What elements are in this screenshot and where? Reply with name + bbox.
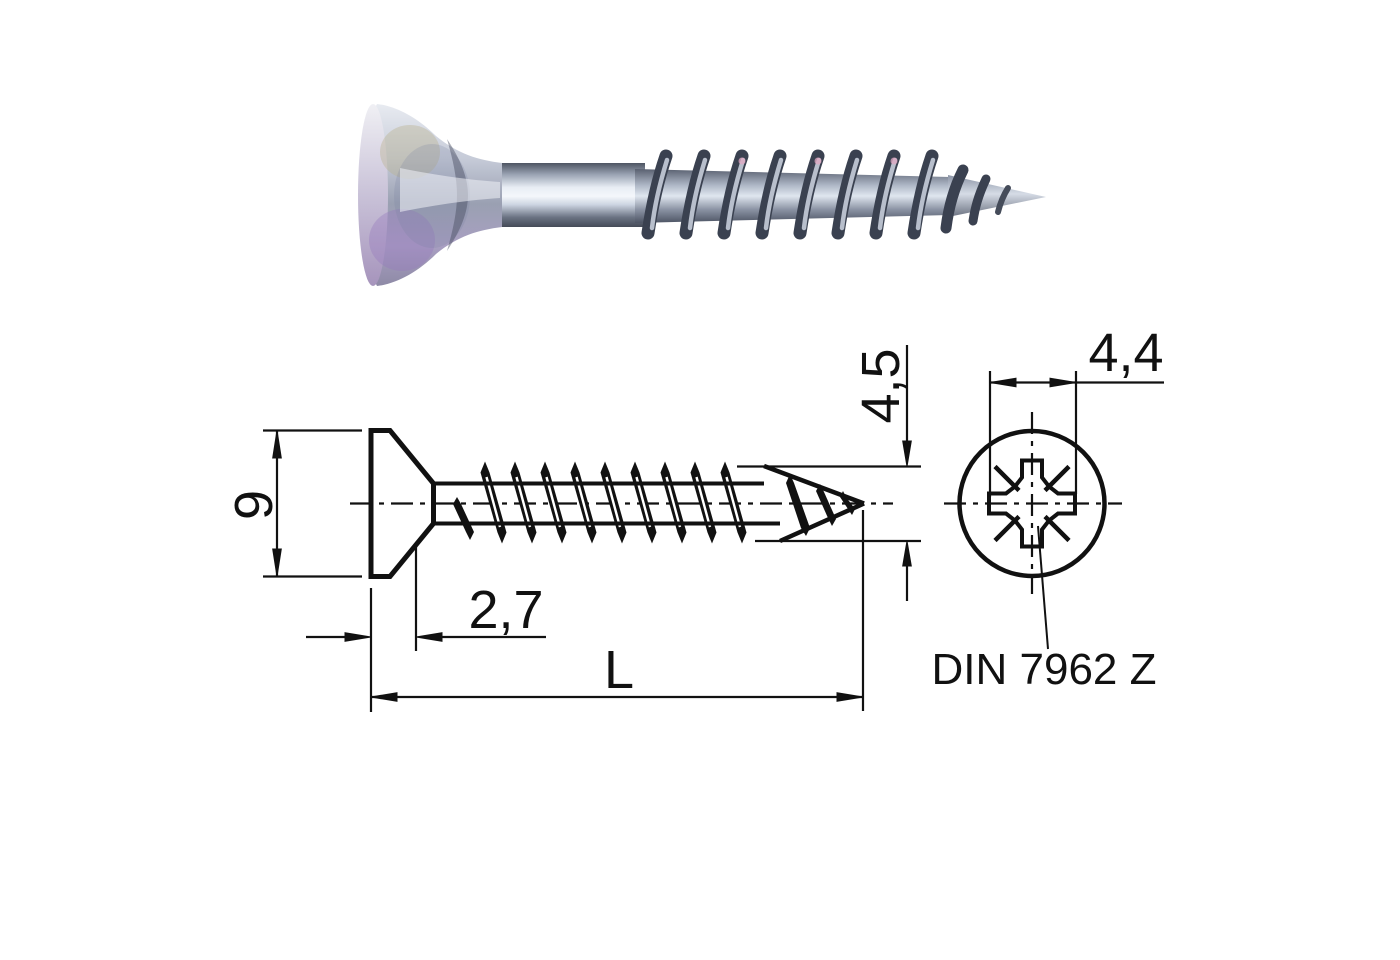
dimension-length-L: L: [370, 510, 865, 711]
dim-27-arrow-left: [415, 632, 443, 642]
thread-crests: [480, 461, 747, 544]
side-view-drawing: [350, 428, 893, 579]
dim-44-extension-lines: [988, 371, 1078, 497]
dim-44-arrow-right: [1049, 377, 1077, 388]
photo-cone-highlight: [400, 168, 500, 212]
photo-thread-crest-highlight: [725, 157, 746, 231]
dim-L-label: L: [604, 640, 634, 700]
photo-crest-glint: [738, 157, 746, 165]
photo-thread-crest: [679, 149, 711, 240]
photo-thread-crest-highlight: [801, 157, 822, 231]
dim-L-arrow-right: [836, 692, 864, 702]
photo-head-face: [358, 104, 388, 286]
photo-thread-crest: [717, 149, 749, 240]
photo-thread-crest-highlight: [877, 157, 898, 231]
head-circle-outline: [957, 428, 1107, 579]
photo-thread-crests: [641, 149, 939, 240]
dim-9-arrow-up: [272, 430, 282, 459]
photo-thread-crest-highlight: [763, 157, 784, 231]
photo-thread-crest-highlight: [649, 157, 670, 231]
photo-thread-crest: [793, 149, 825, 240]
dim-9-label: 9: [224, 490, 284, 520]
photo-head-tint-1: [380, 125, 440, 179]
dimension-recess-width-4-4: 4,4: [988, 323, 1164, 497]
photo-thread-crest-highlight: [839, 157, 860, 231]
photo-crest-glint: [890, 157, 898, 165]
pozidriv-recess-outline: [987, 458, 1077, 549]
dim-9-arrow-down: [272, 548, 282, 577]
dimension-thread-diameter-4-5: 4,5: [737, 345, 921, 601]
dim-9-extension-lines: [263, 429, 362, 578]
photo-crest-small: [995, 185, 1011, 215]
photo-crest-small: [940, 164, 969, 234]
photo-head-tint-2: [369, 209, 435, 271]
screw-photo: [358, 104, 1046, 286]
photo-thread-crest: [869, 149, 901, 240]
front-view-drawing: [944, 412, 1122, 650]
dim-45-label: 4,5: [851, 348, 911, 423]
dim-L-arrow-left: [370, 692, 398, 702]
dim-45-arrow-down: [902, 440, 912, 467]
tip-outline: [763, 463, 865, 544]
din-standard-label: DIN 7962 Z: [932, 645, 1157, 694]
photo-thread-crest-highlight: [687, 157, 708, 231]
photo-crest-small: [968, 174, 991, 226]
dim-27-label: 2,7: [468, 580, 543, 640]
photo-thread-crest: [831, 149, 863, 240]
thread-crest-partial: [453, 497, 474, 540]
photo-crest-glint: [814, 157, 822, 165]
tip-crest: [816, 484, 836, 526]
photo-thread-core: [635, 169, 950, 223]
photo-thread-crest: [641, 149, 673, 240]
dimension-head-height-2-7: 2,7: [306, 546, 546, 712]
photo-thread-crest: [907, 149, 939, 240]
dim-27-arrow-right: [344, 632, 372, 642]
dim-44-label: 4,4: [1088, 323, 1163, 383]
dim-44-arrow-left: [989, 377, 1017, 388]
photo-thread-crest-highlight: [915, 157, 936, 231]
pozidriv-wings: [993, 464, 1071, 543]
dim-45-arrow-up: [902, 540, 912, 567]
din-leader-line: [1037, 525, 1049, 650]
photo-thread-crest: [755, 149, 787, 240]
dimension-head-diameter-9: 9: [224, 429, 362, 578]
tip-crest: [786, 474, 810, 536]
